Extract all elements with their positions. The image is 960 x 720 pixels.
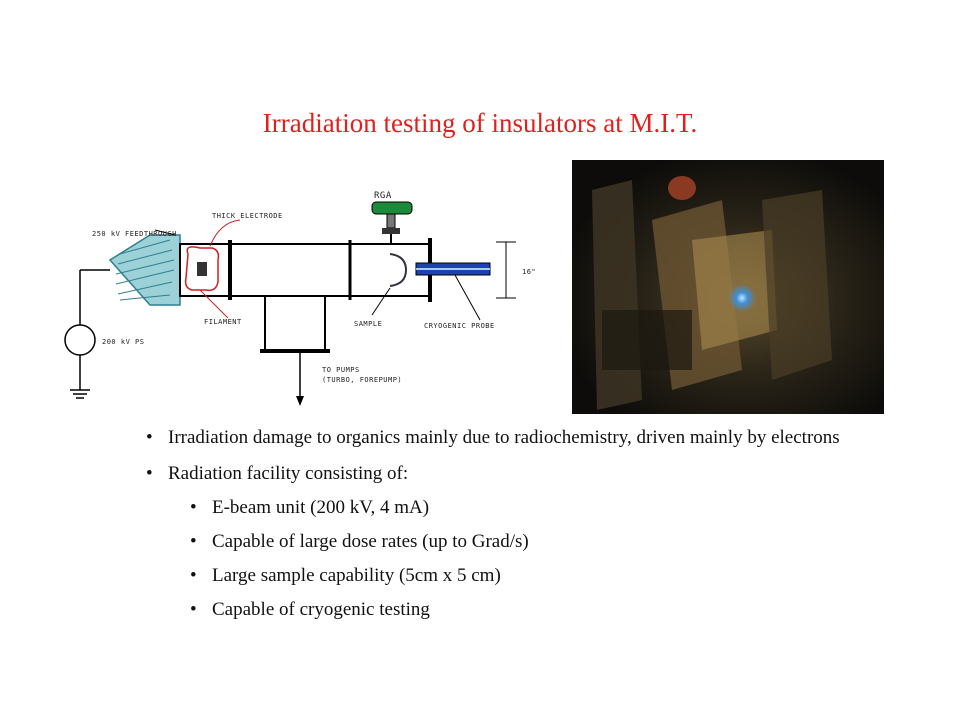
label-filament: FILAMENT bbox=[204, 318, 242, 326]
label-pumps-detail: (TURBO, FOREPUMP) bbox=[322, 376, 402, 384]
label-pumps: TO PUMPS bbox=[322, 366, 360, 374]
slide-title: Irradiation testing of insulators at M.I… bbox=[262, 108, 698, 138]
label-sample: SAMPLE bbox=[354, 320, 382, 328]
sample-holder bbox=[389, 253, 408, 287]
e-beam-facility-diagram: 250 kV FEEDTHROUGH THICK ELECTRODE RGA 1… bbox=[64, 191, 536, 406]
label-electrode: THICK ELECTRODE bbox=[212, 212, 283, 220]
label-dimension: 16" bbox=[522, 268, 536, 276]
facility-photo bbox=[572, 160, 884, 414]
power-supply-symbol bbox=[64, 324, 96, 356]
sub-bullet-item: •Capable of large dose rates (up to Grad… bbox=[190, 530, 529, 552]
pump-port bbox=[264, 295, 326, 352]
sub-bullet-item: •E-beam unit (200 kV, 4 mA) bbox=[190, 496, 430, 518]
label-power-supply: 200 kV PS bbox=[102, 338, 144, 346]
rga-unit bbox=[371, 201, 413, 215]
label-cryogenic-probe: CRYOGENIC PROBE bbox=[424, 322, 495, 330]
filament-housing bbox=[184, 246, 220, 292]
feedthrough-cone bbox=[108, 234, 181, 306]
bullet-item: •Radiation facility consisting of: bbox=[146, 462, 409, 484]
bullet-list: •Irradiation damage to organics mainly d… bbox=[146, 428, 846, 634]
label-feedthrough: 250 kV FEEDTHROUGH bbox=[92, 230, 177, 238]
sub-bullet-item: •Large sample capability (5cm x 5 cm) bbox=[190, 564, 501, 586]
bullet-item: •Irradiation damage to organics mainly d… bbox=[146, 427, 840, 448]
label-rga: RGA bbox=[374, 191, 392, 201]
sub-bullet-item: •Capable of cryogenic testing bbox=[190, 598, 430, 620]
